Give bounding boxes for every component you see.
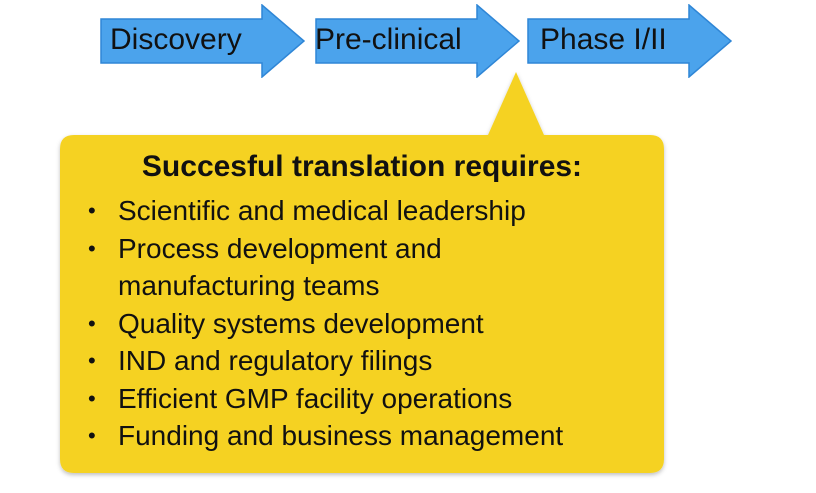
- callout-content: Succesful translation requires: • Scient…: [60, 135, 664, 473]
- stage-arrow-preclinical: Pre-clinical: [315, 4, 520, 78]
- requirements-list: • Scientific and medical leadership • Pr…: [60, 192, 563, 455]
- item-text-continued: manufacturing teams: [118, 270, 380, 301]
- list-item: • IND and regulatory filings: [60, 342, 563, 380]
- item-text: IND and regulatory filings: [118, 345, 433, 376]
- list-item: • Efficient GMP facility operations: [60, 380, 563, 418]
- stage-label: Phase I/II: [540, 23, 667, 56]
- bullet-icon: •: [88, 423, 96, 448]
- item-text: Scientific and medical leadership: [118, 195, 526, 226]
- bullet-icon: •: [88, 235, 96, 261]
- list-item: • Process development and manufacturing …: [60, 230, 563, 305]
- callout-title: Succesful translation requires:: [141, 150, 583, 183]
- bullet-icon: •: [88, 310, 96, 336]
- bullet-icon: •: [88, 198, 96, 223]
- stage-arrow-phase: Phase I/II: [527, 4, 732, 78]
- arrow-shape: [527, 4, 732, 78]
- item-text: Funding and business management: [118, 420, 564, 451]
- list-item: • Quality systems development: [60, 305, 563, 343]
- stage-label: Discovery: [110, 23, 242, 56]
- bullet-icon: •: [88, 348, 96, 373]
- list-item: • Funding and business management: [60, 417, 563, 455]
- arrow-shape: [100, 4, 305, 78]
- arrow-shape: [315, 4, 520, 78]
- stage-arrow-discovery: Discovery: [100, 4, 305, 78]
- bullet-icon: •: [88, 385, 96, 411]
- list-item: • Scientific and medical leadership: [60, 192, 563, 230]
- item-text: Quality systems development: [118, 307, 484, 339]
- item-text: Efficient GMP facility operations: [118, 382, 513, 414]
- item-text: Process development and: [118, 232, 442, 264]
- stage-label: Pre-clinical: [315, 23, 462, 56]
